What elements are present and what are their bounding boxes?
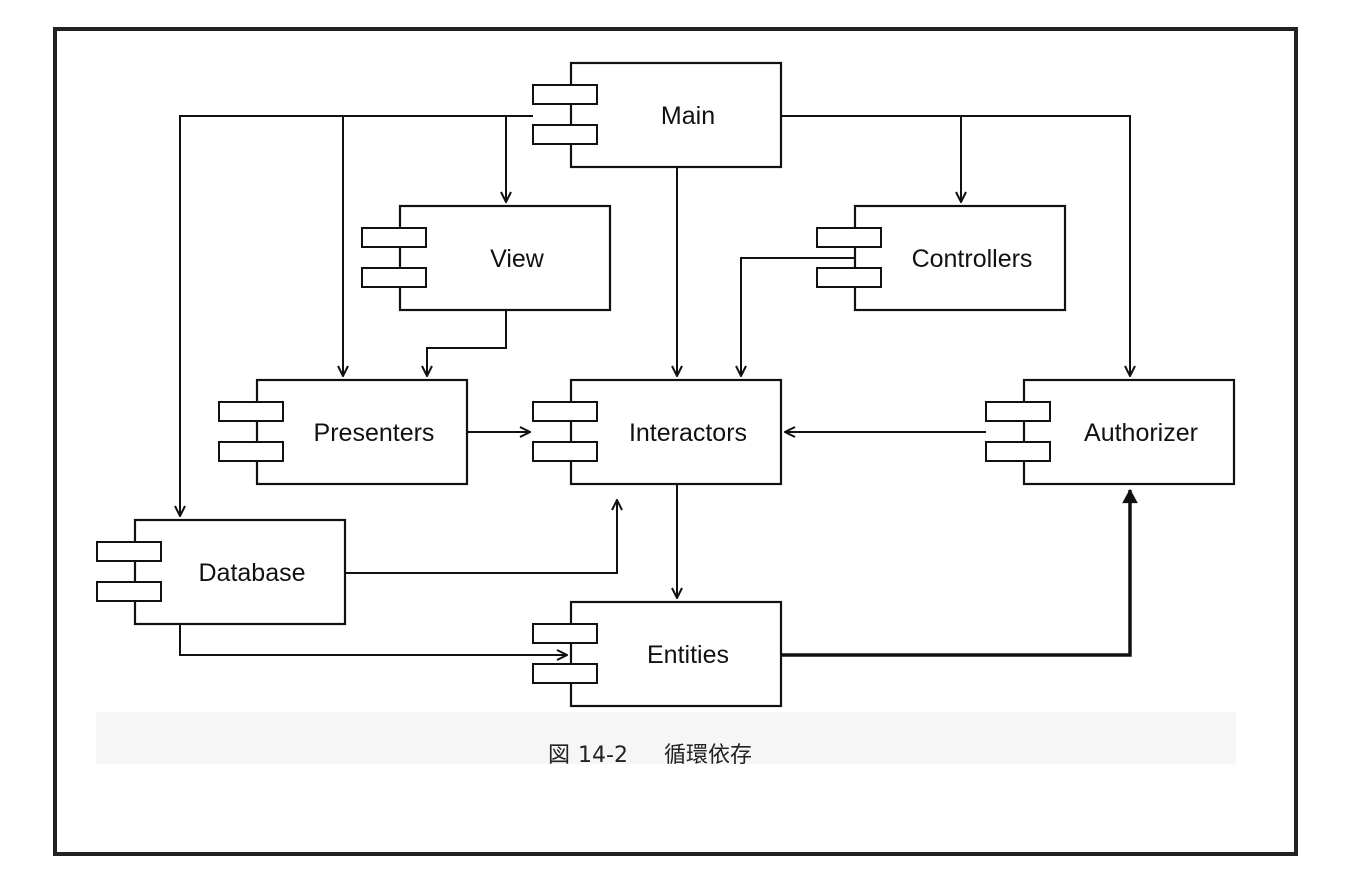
component-box: [1022, 378, 1236, 486]
component-tab-icon: [532, 84, 598, 105]
component-tab-icon: [218, 401, 284, 422]
component-tab-icon: [96, 541, 162, 562]
dependency-arrow-main-to-authorizer: [781, 115, 1130, 376]
component-label: View: [490, 245, 545, 273]
dependency-arrow-database-to-interactors: [345, 500, 617, 574]
component-tab-icon: [361, 267, 427, 288]
component-tab-icon: [816, 267, 882, 288]
component-box: [569, 378, 783, 486]
dependency-arrow-main-to-view: [506, 115, 533, 202]
component-tab-icon: [96, 581, 162, 602]
component-label: Controllers: [912, 245, 1033, 273]
component-box: [133, 518, 347, 626]
dependency-arrow-database-to-entities: [179, 624, 567, 655]
component-interactors: Interactors: [532, 378, 783, 486]
component-tab-icon: [532, 124, 598, 145]
component-box: [853, 204, 1067, 312]
component-authorizer: Authorizer: [985, 378, 1236, 486]
dependency-arrow-entities-to-authorizer: [781, 488, 1138, 657]
component-tab-icon: [985, 401, 1051, 422]
component-controllers: Controllers: [816, 204, 1067, 312]
component-presenters: Presenters: [218, 378, 469, 486]
caption-figure-label: 図: [548, 743, 571, 768]
component-label: Main: [661, 102, 715, 130]
component-tab-icon: [532, 401, 598, 422]
component-tab-icon: [816, 227, 882, 248]
dependency-arrow-controllers-to-interactors: [741, 257, 855, 376]
component-box: [569, 61, 783, 169]
figure-caption: 図 14-2 循環依存: [548, 737, 752, 769]
dependency-arrow-view-to-presenters: [427, 310, 507, 376]
component-entities: Entities: [532, 600, 783, 708]
caption-title: 循環依存: [663, 743, 752, 768]
component-box: [255, 378, 469, 486]
component-tab-icon: [985, 441, 1051, 462]
component-label: Database: [198, 559, 305, 587]
component-label: Interactors: [629, 419, 747, 447]
dependency-arrows: [179, 115, 1138, 657]
component-label: Presenters: [314, 419, 435, 447]
component-database: Database: [96, 518, 347, 626]
caption-band: [96, 712, 1236, 764]
component-view: View: [361, 204, 612, 312]
component-box: [398, 204, 612, 312]
component-label: Authorizer: [1084, 419, 1198, 447]
component-tab-icon: [218, 441, 284, 462]
component-box: [569, 600, 783, 708]
component-tab-icon: [532, 663, 598, 684]
component-label: Entities: [647, 641, 729, 669]
component-main: Main: [532, 61, 783, 169]
component-tab-icon: [361, 227, 427, 248]
caption-number: 14-2: [578, 743, 628, 768]
component-tab-icon: [532, 623, 598, 644]
dependency-arrow-main-to-database: [180, 115, 533, 516]
dependency-arrow-main-to-controllers: [781, 115, 961, 202]
component-tab-icon: [532, 441, 598, 462]
